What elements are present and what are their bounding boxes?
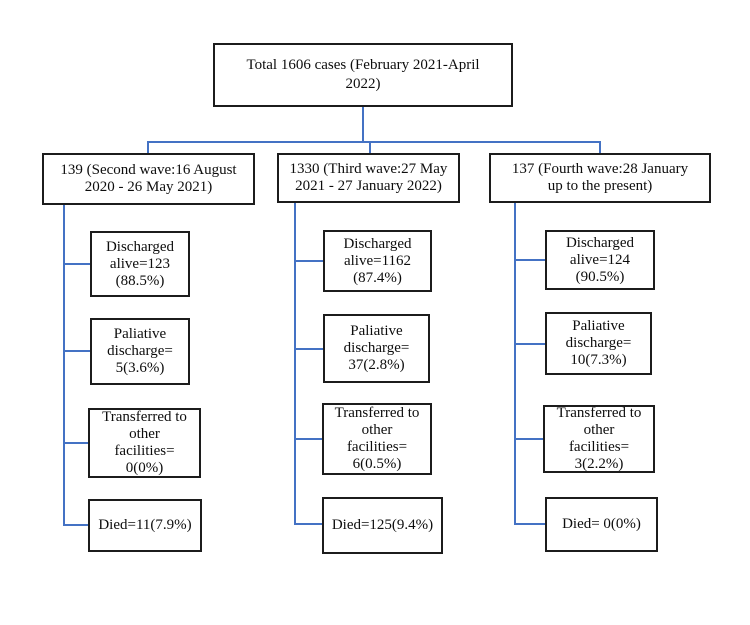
connector-col3-stub-3 xyxy=(514,438,543,440)
outcome-box-transferred-wave1: Transferred to other facilities= 0(0%) xyxy=(88,408,201,478)
outcome-box-paliative-discharge-wave3: Paliative discharge= 10(7.3%) xyxy=(545,312,652,375)
connector-col3-spine xyxy=(514,203,516,525)
connector-col1-spine xyxy=(63,205,65,526)
connector-col2-spine xyxy=(294,203,296,525)
connector-col2-stub-1 xyxy=(294,260,323,262)
outcome-box-transferred-wave3: Transferred to other facilities= 3(2.2%) xyxy=(543,405,655,473)
connector-col2-stub-2 xyxy=(294,348,323,350)
outcome-box-paliative-discharge-wave1: Paliative discharge= 5(3.6%) xyxy=(90,318,190,385)
connector-stub-wave-3 xyxy=(599,141,601,153)
outcome-box-discharged-alive-wave3: Discharged alive=124 (90.5%) xyxy=(545,230,655,290)
connector-col2-stub-3 xyxy=(294,438,322,440)
connector-col1-stub-4 xyxy=(63,524,88,526)
total-cases-box: Total 1606 cases (February 2021-April 20… xyxy=(213,43,513,107)
connector-col3-stub-2 xyxy=(514,343,545,345)
connector-col3-stub-1 xyxy=(514,259,545,261)
connector-col3-stub-4 xyxy=(514,523,545,525)
outcome-box-paliative-discharge-wave2: Paliative discharge= 37(2.8%) xyxy=(323,314,430,383)
wave-box-second-wave: 139 (Second wave:16 August 2020 - 26 May… xyxy=(42,153,255,205)
connector-col1-stub-2 xyxy=(63,350,90,352)
connector-total-vertical xyxy=(362,107,364,142)
outcome-box-died-wave2: Died=125(9.4%) xyxy=(322,497,443,554)
outcome-box-died-wave1: Died=11(7.9%) xyxy=(88,499,202,552)
connector-col1-stub-1 xyxy=(63,263,90,265)
outcome-box-discharged-alive-wave2: Discharged alive=1162 (87.4%) xyxy=(323,230,432,292)
wave-box-third-wave: 1330 (Third wave:27 May 2021 - 27 Januar… xyxy=(277,153,460,203)
connector-top-rail xyxy=(147,141,601,143)
outcome-box-died-wave3: Died= 0(0%) xyxy=(545,497,658,552)
connector-stub-wave-2 xyxy=(369,141,371,153)
connector-col2-stub-4 xyxy=(294,523,322,525)
connector-stub-wave-1 xyxy=(147,141,149,153)
outcome-box-discharged-alive-wave1: Discharged alive=123 (88.5%) xyxy=(90,231,190,297)
outcome-box-transferred-wave2: Transferred to other facilities= 6(0.5%) xyxy=(322,403,432,475)
wave-box-fourth-wave: 137 (Fourth wave:28 January up to the pr… xyxy=(489,153,711,203)
connector-col1-stub-3 xyxy=(63,442,88,444)
